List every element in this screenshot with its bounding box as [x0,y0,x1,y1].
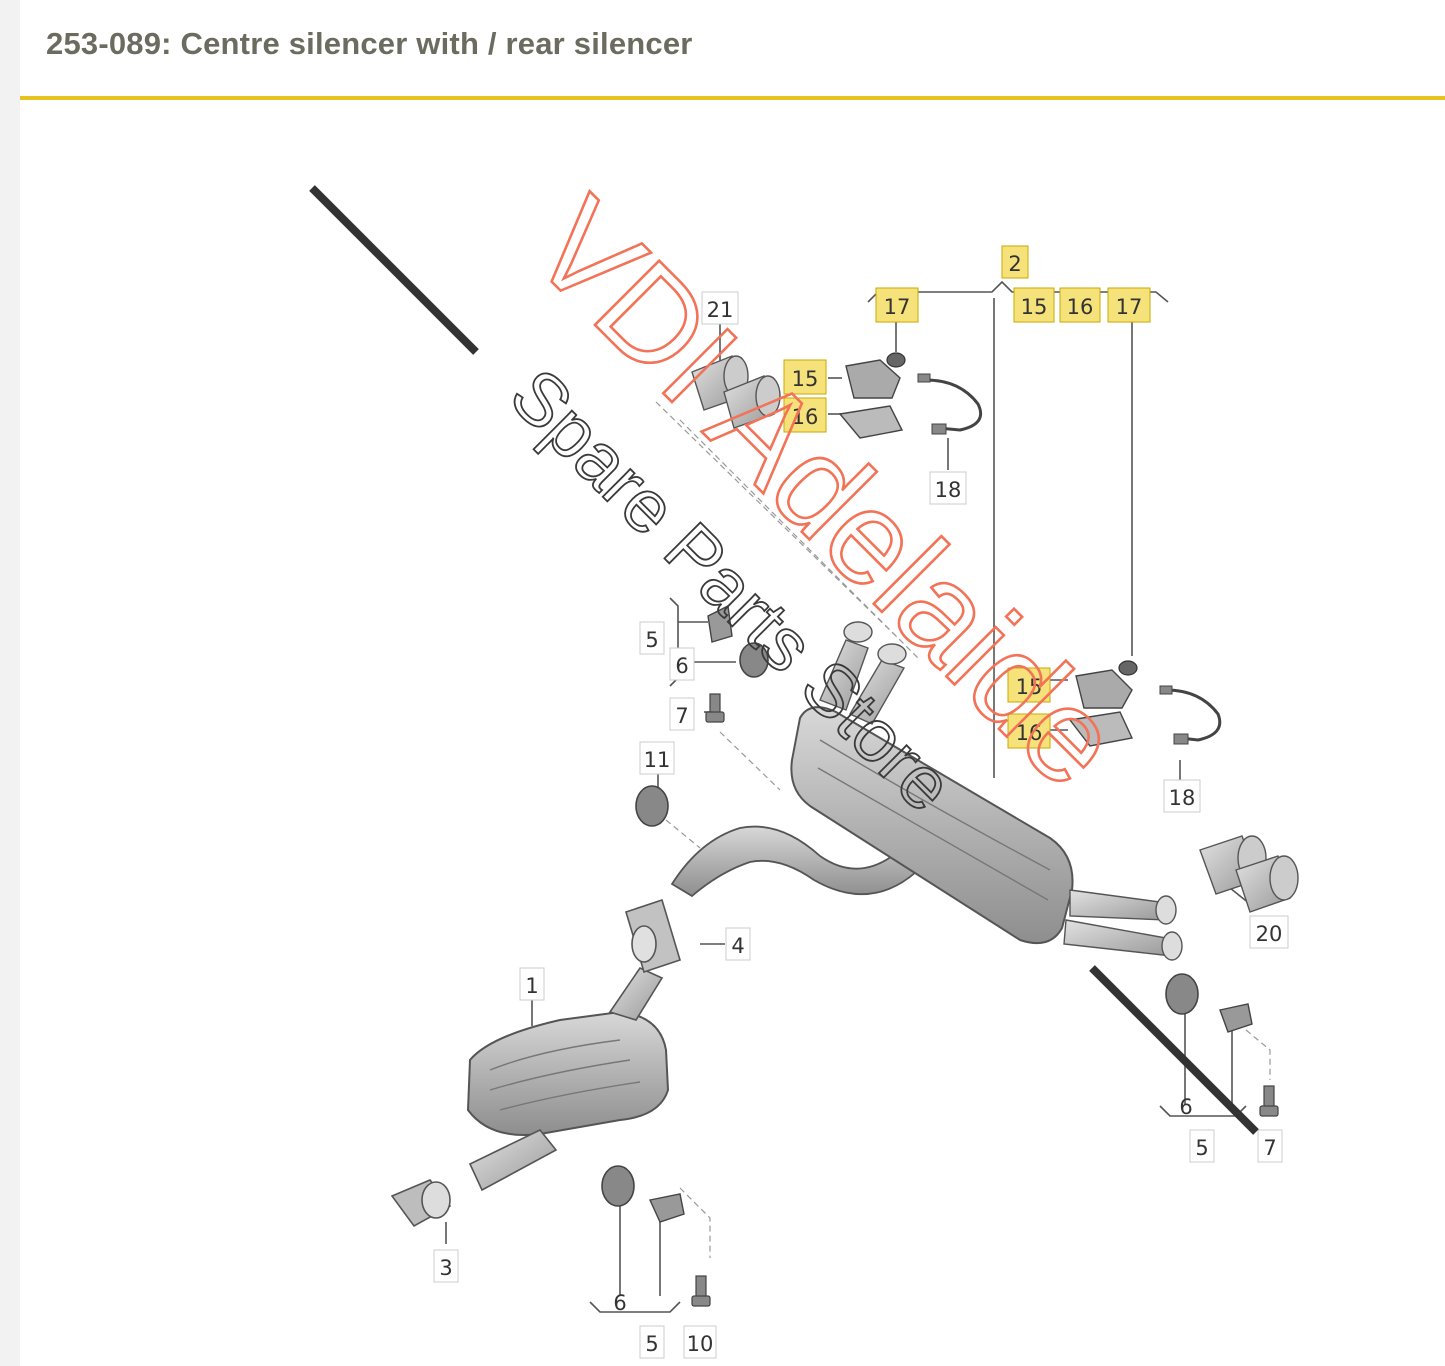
rubber-mount-6c [739,642,769,678]
clamp-4 [625,898,681,974]
leader-lines [445,280,1251,1313]
title-underline [20,96,1445,100]
clamp-3 [390,1179,452,1228]
callout-20: 20 [1256,922,1283,946]
callout-6c: 6 [675,654,688,678]
callout-15a: 15 [792,367,819,391]
callout-2: 2 [1008,252,1021,276]
callouts: 1 2 3 4 5 5 5 6 6 6 7 7 10 11 [433,245,1289,1359]
callout-11: 11 [644,748,671,772]
watermark-stroke-top [309,185,479,355]
bracket-5b [1219,1003,1253,1033]
callout-16a: 16 [792,405,819,429]
callout-7a: 7 [1263,1136,1276,1160]
callout-5b: 5 [1195,1136,1208,1160]
callout-17a: 17 [884,295,911,319]
page-title: 253-089: Centre silencer with / rear sil… [46,26,693,61]
exhaust-diagram: 1 2 3 4 5 5 5 6 6 6 7 7 10 11 [309,170,1299,1359]
callout-16c: 16 [1016,721,1043,745]
callout-4: 4 [731,934,744,958]
callout-5a: 5 [645,1332,658,1356]
callout-16b: 16 [1067,295,1094,319]
flap-actuator-upper [838,352,983,439]
bolt-10 [691,1275,711,1307]
callout-18a: 18 [935,478,962,502]
callout-7b: 7 [675,704,688,728]
centre-silencer [466,966,670,1192]
page: 253-089: Centre silencer with / rear sil… [20,0,1445,1366]
callout-6a: 6 [613,1291,626,1315]
tailpipe-tips-20 [1199,835,1299,913]
callout-17b: 17 [1116,295,1143,319]
callout-3: 3 [439,1256,452,1280]
bolt-7a [1259,1085,1279,1117]
rubber-mount-11 [635,785,669,827]
dashed-guides [655,401,1271,1258]
callout-5c: 5 [645,628,658,652]
callout-6b: 6 [1179,1095,1192,1119]
rubber-mount-6a [601,1165,635,1207]
callout-1: 1 [525,974,538,998]
bracket-5a [648,1193,685,1223]
callout-15b: 15 [1021,295,1048,319]
watermark-stroke-bottom [1089,965,1259,1135]
callout-21: 21 [707,298,734,322]
tailpipe-tips-21 [691,355,781,429]
flap-actuator-lower [1068,660,1222,747]
bracket-5c [707,604,733,643]
rear-silencer [790,621,1183,961]
callout-18b: 18 [1169,786,1196,810]
rubber-mount-6b [1165,973,1199,1015]
callout-15c: 15 [1016,675,1043,699]
bolt-7b [705,693,725,723]
callout-10: 10 [687,1332,714,1356]
